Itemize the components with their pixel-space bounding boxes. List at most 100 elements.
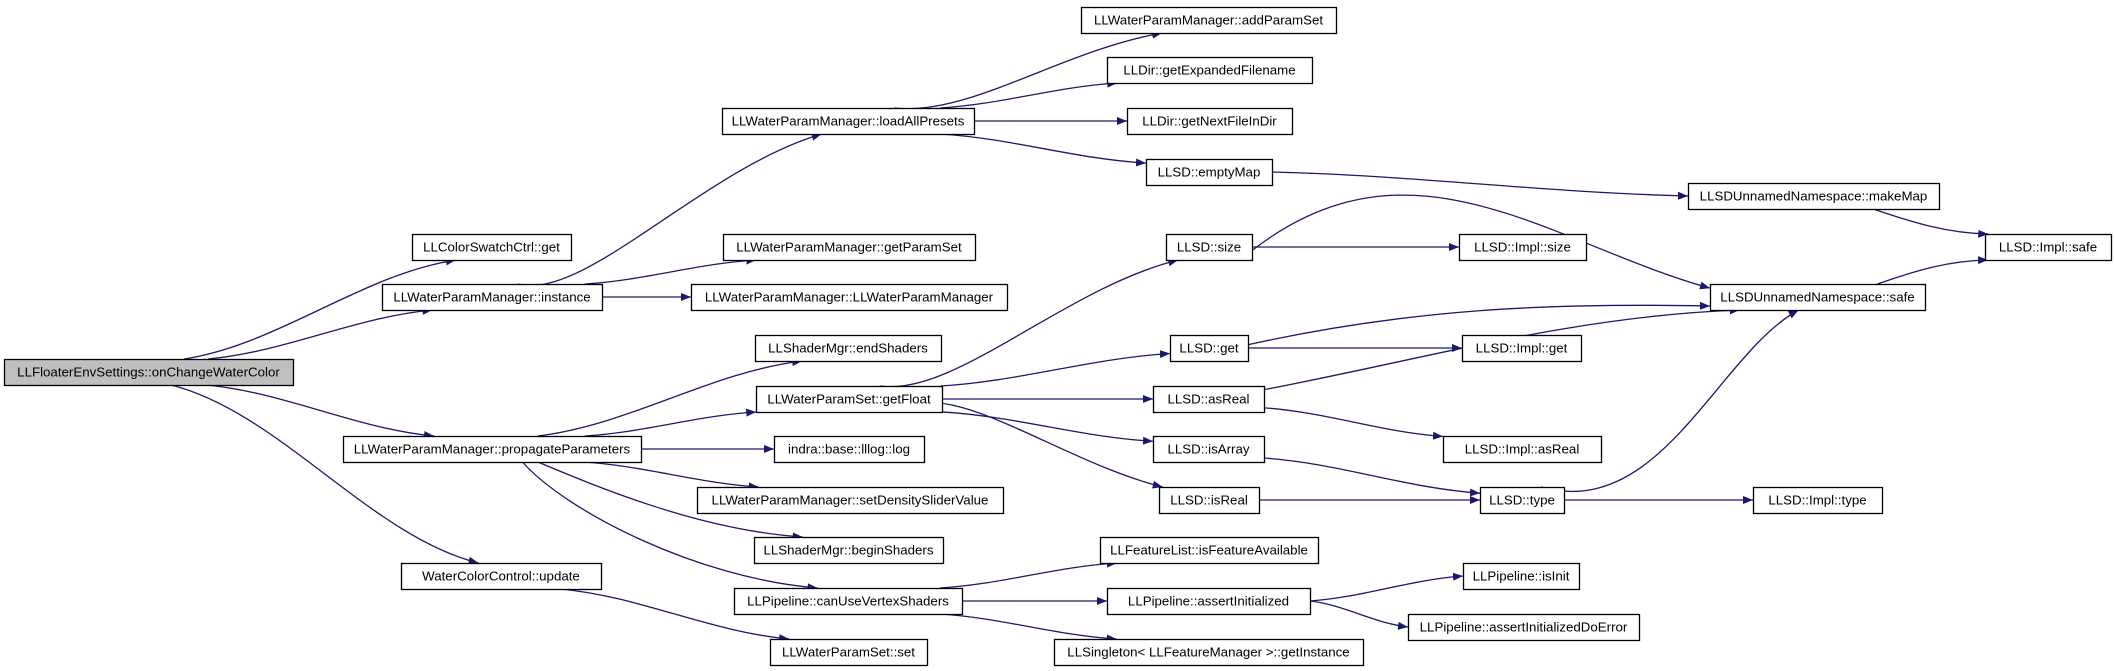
node-label: LLFeatureList::isFeatureAvailable (1110, 543, 1308, 558)
node-getParamSet[interactable]: LLWaterParamManager::getParamSet (722, 233, 977, 262)
node-box (1461, 334, 1583, 363)
node-propagateParameters[interactable]: LLWaterParamManager::propagateParameters (342, 435, 643, 464)
edge-line (941, 411, 1154, 445)
node-llsdAsReal[interactable]: LLSD::asReal (1152, 385, 1266, 414)
node-getFloat[interactable]: LLWaterParamSet::getFloat (755, 385, 944, 414)
node-label: LLSD::Impl::type (1768, 493, 1866, 508)
node-implType[interactable]: LLSD::Impl::type (1752, 486, 1884, 515)
node-llsdType[interactable]: LLSD::type (1479, 486, 1566, 515)
edge-loadAllPresets-to-addParamSet (894, 30, 1163, 110)
node-setDensitySlider[interactable]: LLWaterParamManager::setDensitySliderVal… (696, 486, 1005, 515)
node-label: LLDir::getExpandedFilename (1123, 63, 1295, 78)
edge-line (1309, 600, 1409, 630)
node-waterColorUpdate[interactable]: WaterColorControl::update (400, 562, 603, 591)
node-isFeatureAvailable[interactable]: LLFeatureList::isFeatureAvailable (1099, 536, 1320, 565)
node-label: LLSingleton< LLFeatureManager >::getInst… (1067, 645, 1349, 660)
edge-line (537, 358, 803, 437)
node-assertInitializedDoError[interactable]: LLPipeline::assertInitializedDoError (1407, 613, 1641, 642)
edge-propagateParameters-to-endShaders (537, 358, 803, 437)
edge-onChangeWaterColor-to-propagateParameters (206, 384, 435, 440)
node-label: LLWaterParamSet::getFloat (767, 392, 931, 407)
node-wpmInstance[interactable]: LLWaterParamManager::instance (381, 283, 604, 312)
node-wpsSet[interactable]: LLWaterParamSet::set (769, 638, 929, 667)
node-box (1106, 56, 1314, 85)
node-box (1106, 587, 1312, 616)
node-label: LLWaterParamSet::set (782, 645, 915, 660)
edge-line (537, 461, 803, 541)
node-implSafe[interactable]: LLSD::Impl::safe (1984, 233, 2113, 262)
node-box (733, 587, 964, 616)
node-label: LLSD::get (1179, 341, 1238, 356)
nodes-layer: LLFloaterEnvSettings::onChangeWaterColor… (3, 6, 2113, 667)
node-unnamedSafe[interactable]: LLSDUnnamedNamespace::safe (1709, 283, 1927, 312)
edge-line (1877, 256, 1989, 285)
node-box (773, 435, 926, 464)
node-box (1709, 283, 1927, 312)
node-box (690, 283, 1009, 312)
node-implGet[interactable]: LLSD::Impl::get (1461, 334, 1583, 363)
node-colorSwatchGet[interactable]: LLColorSwatchCtrl::get (411, 233, 573, 262)
edge-line (207, 306, 433, 360)
node-label: LLPipeline::assertInitializedDoError (1420, 620, 1628, 635)
node-pipelineIsInit[interactable]: LLPipeline::isInit (1462, 562, 1581, 591)
node-addParamSet[interactable]: LLWaterParamManager::addParamSet (1080, 6, 1338, 35)
node-box (1462, 562, 1581, 591)
edge-llsdGet-to-unnamedSafe (1247, 301, 1711, 346)
node-getNextFileInDir[interactable]: LLDir::getNextFileInDir (1126, 107, 1294, 136)
node-box (1752, 486, 1884, 515)
node-box (3, 358, 295, 387)
edge-line (939, 559, 1118, 589)
node-box (754, 334, 943, 363)
node-endShaders[interactable]: LLShaderMgr::endShaders (754, 334, 943, 363)
edge-propagateParameters-to-canUseVertexShaders (521, 461, 818, 592)
edge-makeMap-to-implSafe (1873, 208, 1989, 238)
node-wpmCtor[interactable]: LLWaterParamManager::LLWaterParamManager (690, 283, 1009, 312)
edge-unnamedSafe-to-implSafe (1877, 256, 1989, 285)
node-label: LLWaterParamManager::instance (393, 290, 590, 305)
node-llsdIsArray[interactable]: LLSD::isArray (1152, 435, 1266, 464)
node-getExpandedFilename[interactable]: LLDir::getExpandedFilename (1106, 56, 1314, 85)
edge-getFloat-to-llsdIsReal (894, 401, 1163, 489)
node-singletonGetInstance[interactable]: LLSingleton< LLFeatureManager >::getInst… (1053, 638, 1365, 667)
node-box (1458, 233, 1588, 262)
node-beginShaders[interactable]: LLShaderMgr::beginShaders (753, 536, 945, 565)
edge-propagateParameters-to-beginShaders (537, 461, 803, 541)
edge-loadAllPresets-to-emptyMap (939, 133, 1147, 167)
node-canUseVertexShaders[interactable]: LLPipeline::canUseVertexShaders (733, 587, 964, 616)
edge-propagateParameters-to-setDensitySlider (583, 461, 759, 491)
node-makeMap[interactable]: LLSDUnnamedNamespace::makeMap (1687, 182, 1941, 211)
edge-line (521, 461, 818, 592)
node-llsdGet[interactable]: LLSD::get (1169, 334, 1250, 363)
node-llsdSize[interactable]: LLSD::size (1165, 233, 1254, 262)
node-box (1158, 486, 1261, 515)
node-label: LLPipeline::assertInitialized (1128, 594, 1289, 609)
node-emptyMap[interactable]: LLSD::emptyMap (1145, 158, 1274, 187)
node-label: LLFloaterEnvSettings::onChangeWaterColor (17, 365, 280, 380)
edge-canUseVertexShaders-to-isFeatureAvailable (939, 559, 1118, 589)
node-loadAllPresets[interactable]: LLWaterParamManager::loadAllPresets (721, 107, 976, 136)
node-label: LLSD::isReal (1170, 493, 1248, 508)
edge-wpmInstance-to-getParamSet (584, 256, 757, 285)
node-llogLog[interactable]: indra::base::lllog::log (773, 435, 926, 464)
edge-line (939, 133, 1147, 167)
node-box (1152, 435, 1266, 464)
node-llsdIsReal[interactable]: LLSD::isReal (1158, 486, 1261, 515)
edge-llsdIsArray-to-llsdType (1263, 457, 1481, 497)
node-label: LLWaterParamManager::setDensitySliderVal… (712, 493, 989, 508)
edge-onChangeWaterColor-to-wpmInstance (207, 306, 433, 360)
node-label: LLSD::asReal (1167, 392, 1249, 407)
edge-llsdAsReal-to-implAsReal (1263, 407, 1444, 440)
edge-line (879, 258, 1179, 388)
node-implAsReal[interactable]: LLSD::Impl::asReal (1442, 435, 1603, 464)
node-implSize[interactable]: LLSD::Impl::size (1458, 233, 1588, 262)
node-box (1145, 158, 1274, 187)
node-box (722, 233, 977, 262)
edge-getFloat-to-llsdSize (879, 258, 1179, 388)
node-assertInitialized[interactable]: LLPipeline::assertInitialized (1106, 587, 1312, 616)
node-label: LLSD::isArray (1167, 442, 1249, 457)
edge-line (1251, 194, 1711, 290)
node-box (1984, 233, 2113, 262)
node-label: LLPipeline::isInit (1473, 569, 1570, 584)
edge-line (560, 588, 790, 643)
edge-assertInitialized-to-pipelineIsInit (1309, 572, 1464, 602)
